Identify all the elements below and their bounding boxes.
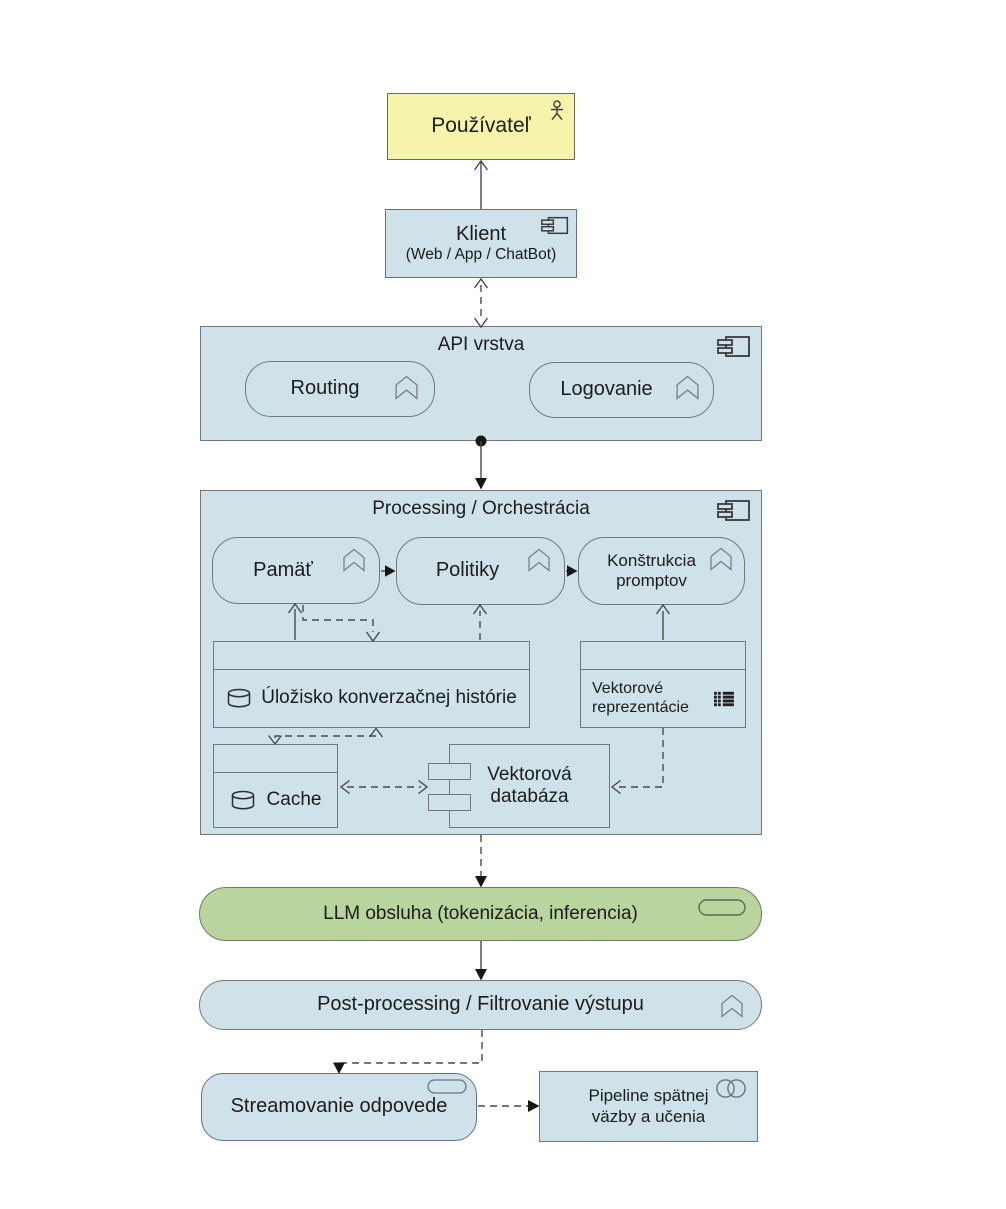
node-klient: Klient (Web / App / ChatBot) bbox=[385, 209, 577, 278]
container-api-layer-title: API vrstva bbox=[437, 334, 525, 355]
service-icon bbox=[698, 899, 746, 916]
function-icon bbox=[343, 548, 365, 572]
node-politiky-label: Politiky bbox=[435, 559, 500, 582]
node-pamat: Pamäť bbox=[212, 537, 380, 604]
node-vektorova-db: Vektorová databáza bbox=[449, 744, 610, 828]
node-llm: LLM obsluha (tokenizácia, inferencia) bbox=[199, 887, 762, 941]
container-processing-title: Processing / Orchestrácia bbox=[372, 498, 590, 519]
conn-api-klient bbox=[473, 277, 489, 329]
conn-llm-post bbox=[475, 941, 487, 981]
component-icon bbox=[717, 336, 750, 357]
node-streamovanie-label: Streamovanie odpovede bbox=[230, 1095, 448, 1118]
node-cache: Cache bbox=[213, 744, 338, 828]
function-icon bbox=[395, 375, 418, 400]
node-routing: Routing bbox=[245, 361, 435, 417]
function-icon bbox=[721, 994, 743, 1018]
component-port bbox=[428, 763, 471, 780]
actor-icon bbox=[551, 100, 563, 121]
node-llm-label: LLM obsluha (tokenizácia, inferencia) bbox=[323, 902, 638, 924]
node-streamovanie: Streamovanie odpovede bbox=[201, 1073, 477, 1141]
compartment-header bbox=[214, 642, 529, 670]
collaboration-icon bbox=[716, 1079, 746, 1098]
node-klient-sublabel: (Web / App / ChatBot) bbox=[405, 246, 557, 264]
node-konstrukcia-label: Konštrukcia promptov bbox=[607, 550, 696, 590]
node-pouzivatel: Používateľ bbox=[387, 93, 575, 160]
node-postprocessing: Post-processing / Filtrovanie výstupu bbox=[199, 980, 762, 1030]
node-ulozisko-label: Úložisko konverzačnej histórie bbox=[261, 687, 517, 709]
component-icon bbox=[541, 216, 569, 235]
node-politiky: Politiky bbox=[396, 537, 565, 605]
node-vektorova-db-label: Vektorová databáza bbox=[487, 763, 572, 807]
node-logovanie-label: Logovanie bbox=[560, 378, 653, 401]
node-routing-label: Routing bbox=[290, 377, 360, 400]
node-logovanie: Logovanie bbox=[529, 362, 714, 418]
node-konstrukcia: Konštrukcia promptov bbox=[578, 537, 745, 605]
node-pouzivatel-label: Používateľ bbox=[431, 114, 531, 138]
service-icon bbox=[427, 1079, 467, 1094]
component-icon bbox=[717, 500, 750, 521]
conn-api-processing bbox=[475, 435, 487, 490]
node-pamat-label: Pamäť bbox=[253, 558, 313, 581]
function-icon bbox=[710, 547, 732, 571]
node-vektorove-label: Vektorové reprezentácie bbox=[592, 679, 689, 716]
node-vektorove: Vektorové reprezentácie bbox=[580, 641, 746, 728]
compartment-header bbox=[581, 642, 745, 670]
conn-processing-llm bbox=[475, 835, 487, 888]
compartment-header bbox=[214, 745, 337, 773]
function-icon bbox=[528, 548, 550, 572]
node-cache-label: Cache bbox=[266, 788, 322, 810]
component-port bbox=[428, 794, 471, 811]
node-pipeline-label: Pipeline spätnej väzby a učenia bbox=[588, 1086, 709, 1126]
database-icon bbox=[227, 688, 251, 708]
conn-klient-pouzivatel bbox=[473, 159, 489, 209]
function-icon bbox=[676, 375, 699, 400]
conn-post-streamovanie bbox=[333, 1030, 483, 1074]
database-icon bbox=[231, 790, 254, 809]
node-ulozisko: Úložisko konverzačnej histórie bbox=[213, 641, 530, 728]
node-pipeline: Pipeline spätnej väzby a učenia bbox=[539, 1071, 758, 1142]
node-klient-label: Klient bbox=[455, 222, 507, 245]
matrix-icon bbox=[713, 691, 734, 706]
node-postprocessing-label: Post-processing / Filtrovanie výstupu bbox=[317, 993, 644, 1016]
conn-streamovanie-pipeline bbox=[478, 1100, 540, 1112]
